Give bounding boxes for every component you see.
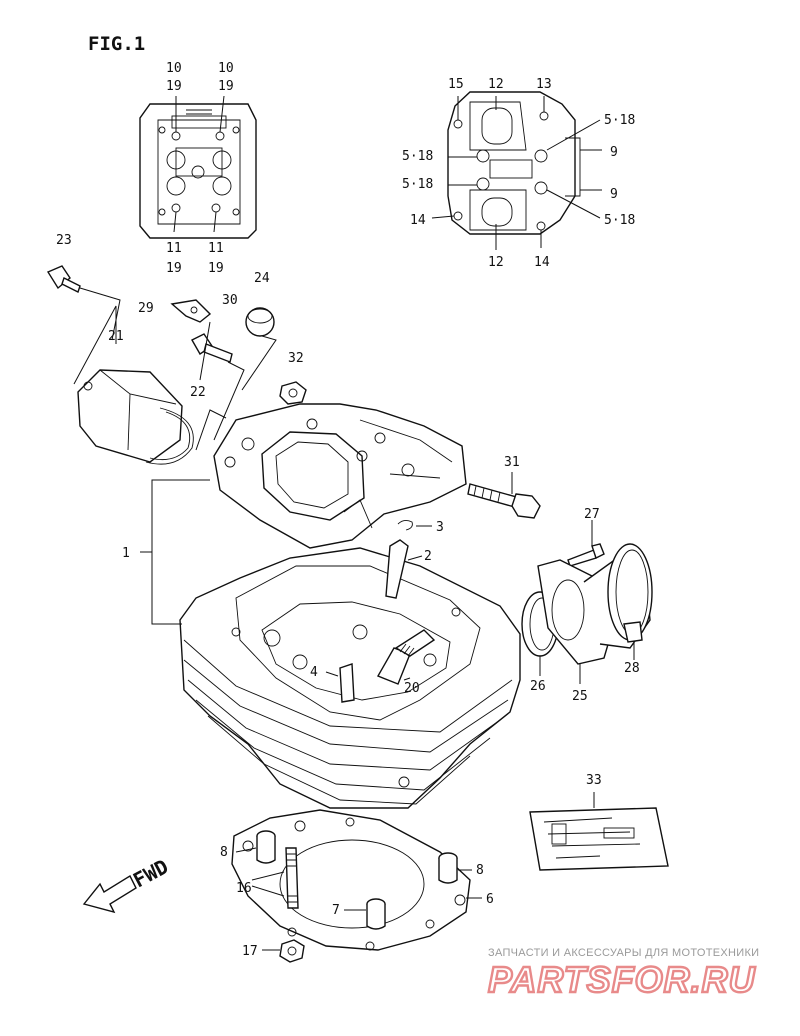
- label-1: 1: [122, 546, 130, 561]
- label-19b: 19: [218, 79, 234, 94]
- head-plan-view: [139, 95, 257, 239]
- label-8a: 8: [220, 845, 228, 860]
- head-bolt-plan: [431, 91, 602, 250]
- label-12a: 12: [488, 77, 504, 92]
- label-11b: 11: [208, 241, 224, 256]
- label-16: 16: [236, 881, 252, 896]
- label-8b: 8: [476, 863, 484, 878]
- label-12b: 12: [488, 255, 504, 270]
- label-24: 24: [254, 271, 270, 286]
- label-5-18d: 5·18: [402, 177, 433, 192]
- label-9b: 9: [610, 187, 618, 202]
- label-22: 22: [190, 385, 206, 400]
- watermark-tagline: ЗАПЧАСТИ И АКСЕССУАРЫ ДЛЯ МОТОТЕХНИКИ: [488, 947, 759, 959]
- label-5-18a: 5·18: [604, 113, 635, 128]
- label-33: 33: [586, 773, 602, 788]
- label-19a: 19: [166, 79, 182, 94]
- label-17: 17: [242, 944, 258, 959]
- label-30: 30: [222, 293, 238, 308]
- cap-21: [77, 369, 183, 463]
- label-29: 29: [138, 301, 154, 316]
- label-26: 26: [530, 679, 546, 694]
- label-23: 23: [56, 233, 72, 248]
- label-13: 13: [536, 77, 552, 92]
- bolt-23: [46, 265, 81, 293]
- label-7: 7: [332, 903, 340, 918]
- label-10b: 10: [218, 61, 234, 76]
- gasket-6: [231, 809, 471, 951]
- label-31: 31: [504, 455, 520, 470]
- label-10a: 10: [166, 61, 182, 76]
- label-15: 15: [448, 77, 464, 92]
- label-5-18b: 5·18: [604, 213, 635, 228]
- bracket-1: [140, 479, 210, 625]
- spark-plug-20: [376, 629, 436, 685]
- bolt-27: [567, 543, 605, 567]
- clip-3: [397, 519, 413, 531]
- label-9a: 9: [610, 145, 618, 160]
- label-19d: 19: [208, 261, 224, 276]
- label-14b: 14: [534, 255, 550, 270]
- figure-title: FIG.1: [88, 33, 145, 55]
- label-27: 27: [584, 507, 600, 522]
- label-2: 2: [424, 549, 432, 564]
- label-20: 20: [404, 681, 420, 696]
- clamp-28: [607, 543, 653, 643]
- label-14a: 14: [410, 213, 426, 228]
- clamp-29: [170, 299, 212, 323]
- label-3: 3: [436, 520, 444, 535]
- fwd-arrow-icon: [82, 875, 137, 914]
- label-19c: 19: [166, 261, 182, 276]
- label-25: 25: [572, 689, 588, 704]
- dowel-8b: [438, 852, 458, 884]
- cylinder-head: [179, 403, 521, 809]
- dowel-8a: [256, 830, 276, 864]
- gasket-22: [145, 407, 194, 465]
- label-32: 32: [288, 351, 304, 366]
- watermark-brand-logo: PARTSFOR.RU: [488, 959, 756, 1000]
- label-5-18c: 5·18: [402, 149, 433, 164]
- part-33: [529, 807, 669, 871]
- label-6: 6: [486, 892, 494, 907]
- nut-17: [279, 939, 305, 963]
- bolt-30: [191, 333, 233, 363]
- plug-24: [245, 307, 275, 337]
- label-28: 28: [624, 661, 640, 676]
- label-4: 4: [310, 665, 318, 680]
- dowel-7: [366, 898, 386, 930]
- bolt-31: [467, 483, 541, 519]
- stud-16: [285, 847, 299, 909]
- label-11a: 11: [166, 241, 182, 256]
- nut-32: [279, 381, 307, 405]
